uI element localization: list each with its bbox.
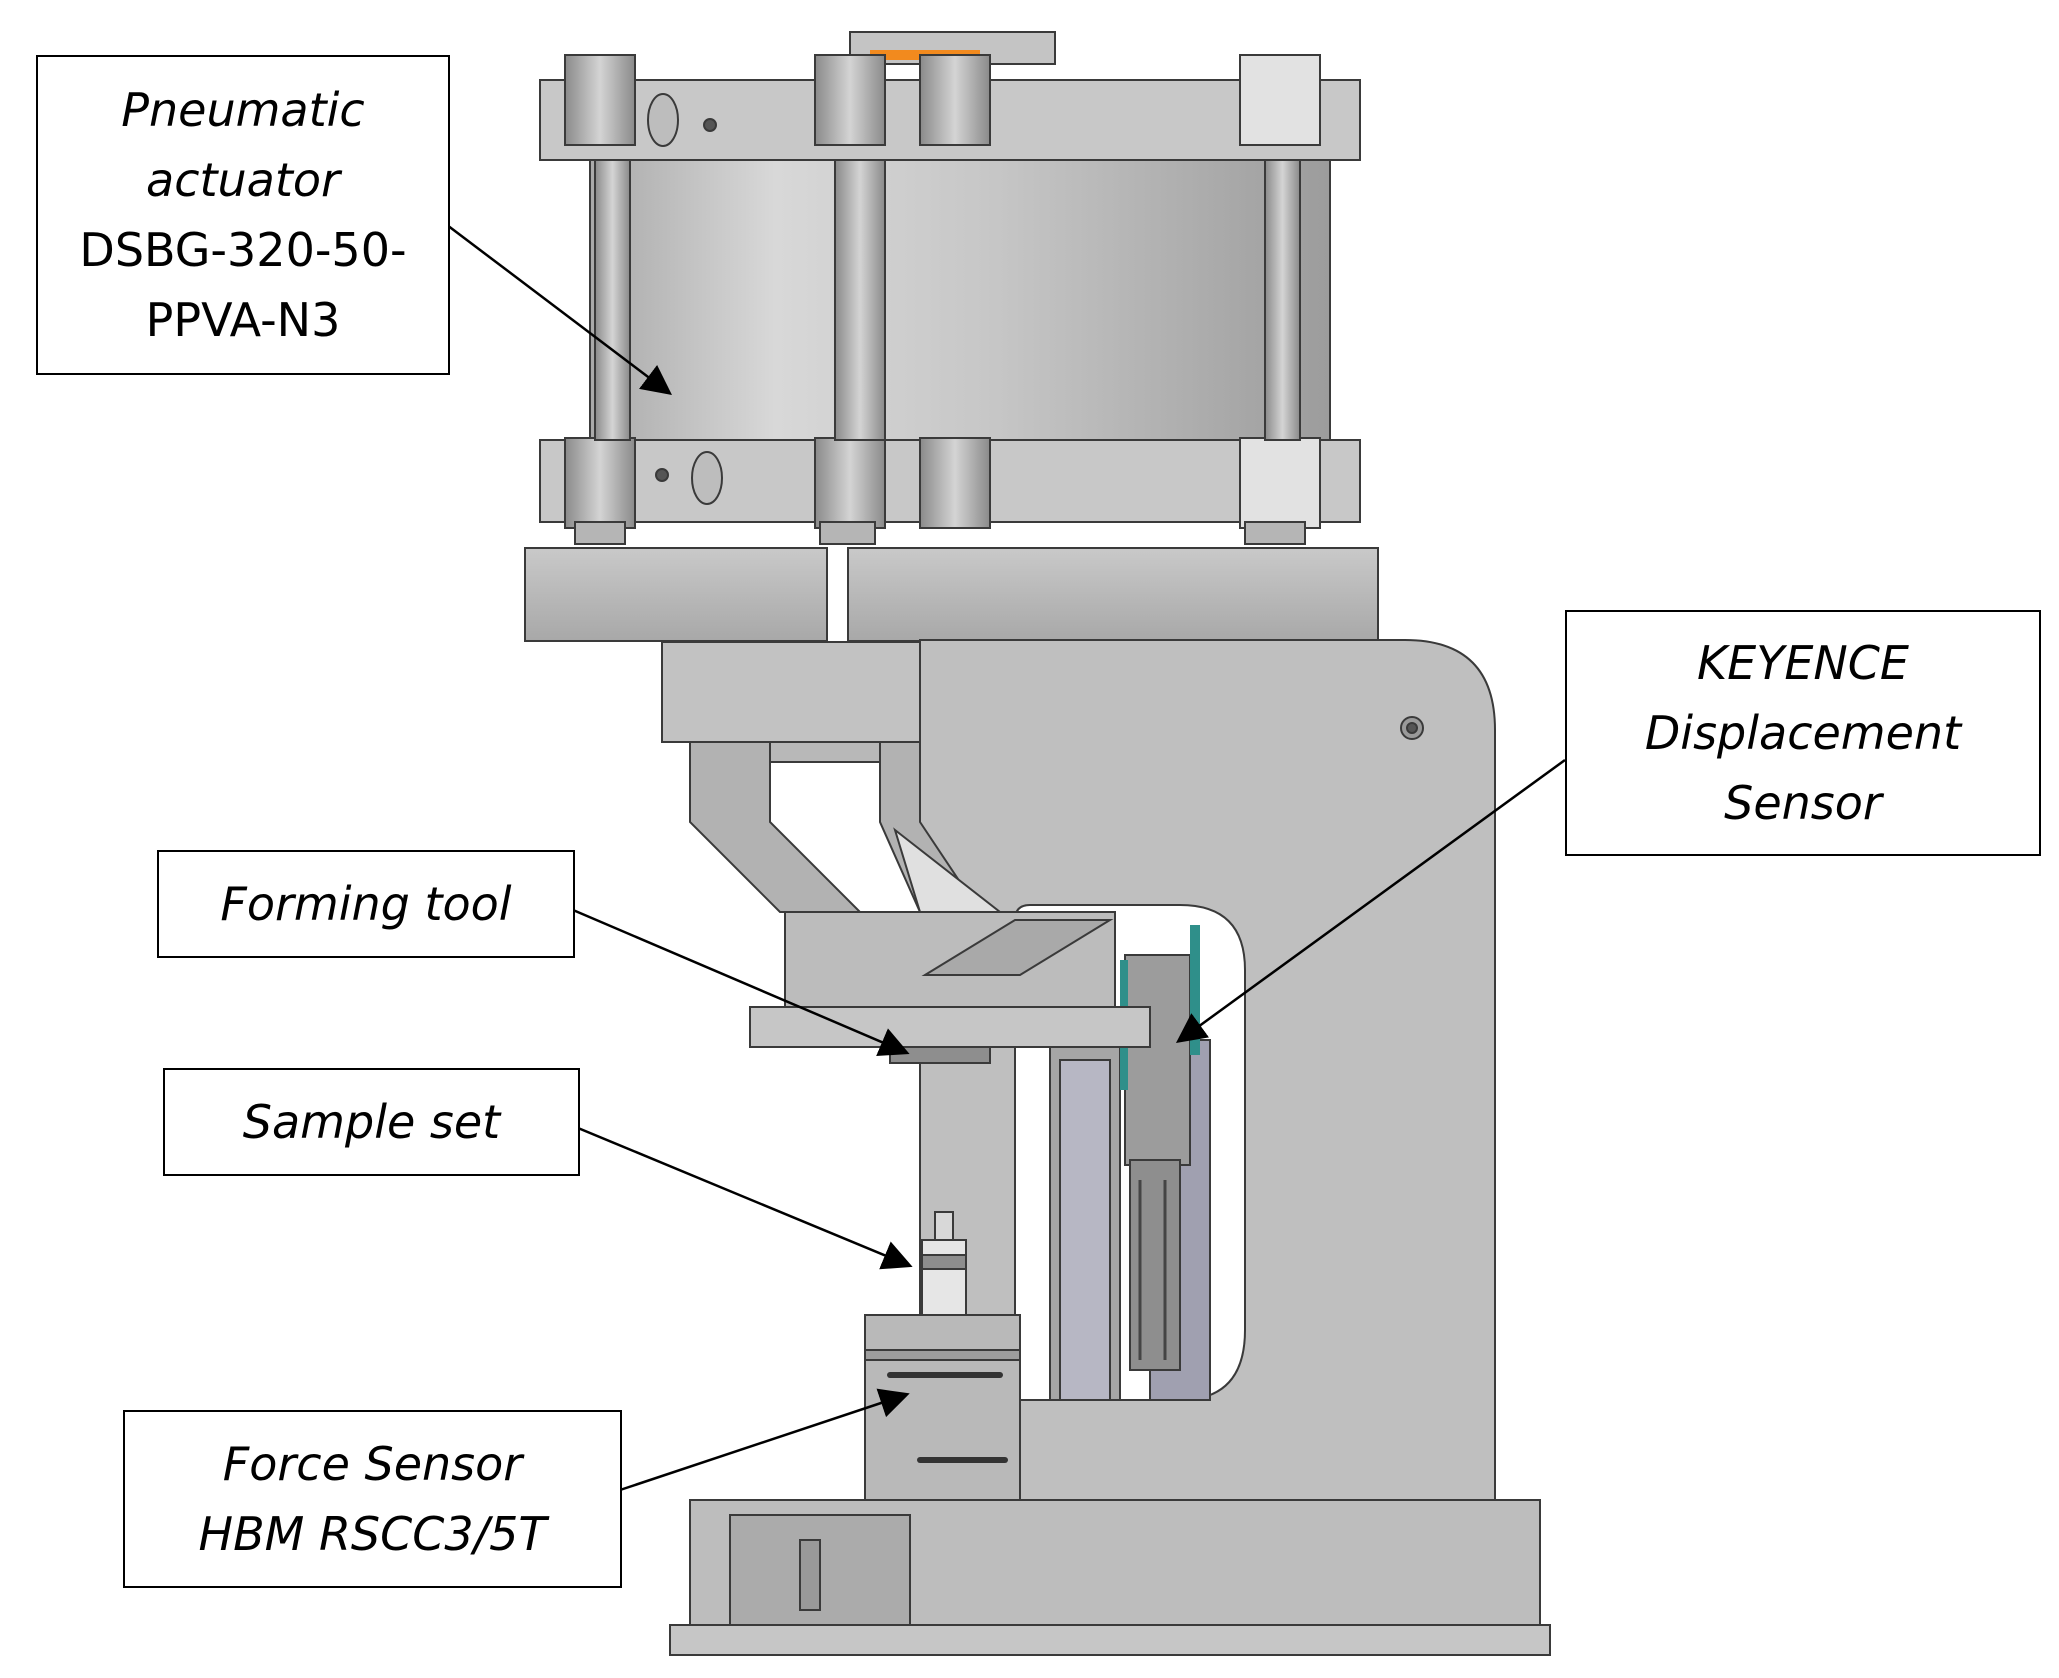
c-frame (919, 639, 1496, 1526)
label-keyence-sensor: KEYENCE Displacement Sensor (1565, 610, 2041, 856)
sample-set (921, 1239, 967, 1316)
label-pneumatic-line4: PPVA-N3 (145, 293, 341, 347)
label-pneumatic-actuator: Pneumatic actuator DSBG-320-50- PPVA-N3 (36, 55, 450, 375)
arrow-keyence (1175, 758, 1566, 1043)
label-keyence-line2: Displacement (1644, 706, 1962, 760)
label-forming-tool: Forming tool (157, 850, 575, 958)
label-force-sensor: Force Sensor HBM RSCC3/5T (123, 1410, 622, 1588)
force-sensor-assembly (669, 1211, 1551, 1656)
force-sensor-block (864, 1314, 1021, 1501)
mounting-plate (524, 547, 1379, 642)
pneumatic-actuator (539, 31, 1361, 545)
label-pneumatic-line2: actuator (146, 153, 340, 207)
label-forming-tool-text: Forming tool (220, 877, 512, 931)
actuator-cylinder-body (589, 149, 1331, 441)
forming-tool-holder (661, 641, 1151, 1064)
label-keyence-line3: Sensor (1724, 776, 1882, 830)
label-pneumatic-line3: DSBG-320-50- (79, 223, 407, 277)
leader-arrows (446, 224, 1566, 1492)
label-keyence-line1: KEYENCE (1696, 636, 1909, 690)
label-pneumatic-line1: Pneumatic (121, 83, 365, 137)
keyence-sensor-body (1124, 954, 1191, 1166)
label-sample-set: Sample set (163, 1068, 580, 1176)
sample-top (934, 1211, 954, 1241)
label-force-sensor-line2: HBM RSCC3/5T (198, 1507, 547, 1561)
arrow-pneumatic (446, 224, 672, 396)
forming-tool-tip (889, 1046, 991, 1064)
label-sample-set-text: Sample set (242, 1095, 501, 1149)
arrow-force-sensor (619, 1388, 910, 1492)
label-force-sensor-line1: Force Sensor (222, 1437, 523, 1491)
arrow-sample-set (577, 1126, 913, 1270)
arrow-forming-tool (572, 908, 910, 1056)
frame-body (919, 639, 1496, 1526)
